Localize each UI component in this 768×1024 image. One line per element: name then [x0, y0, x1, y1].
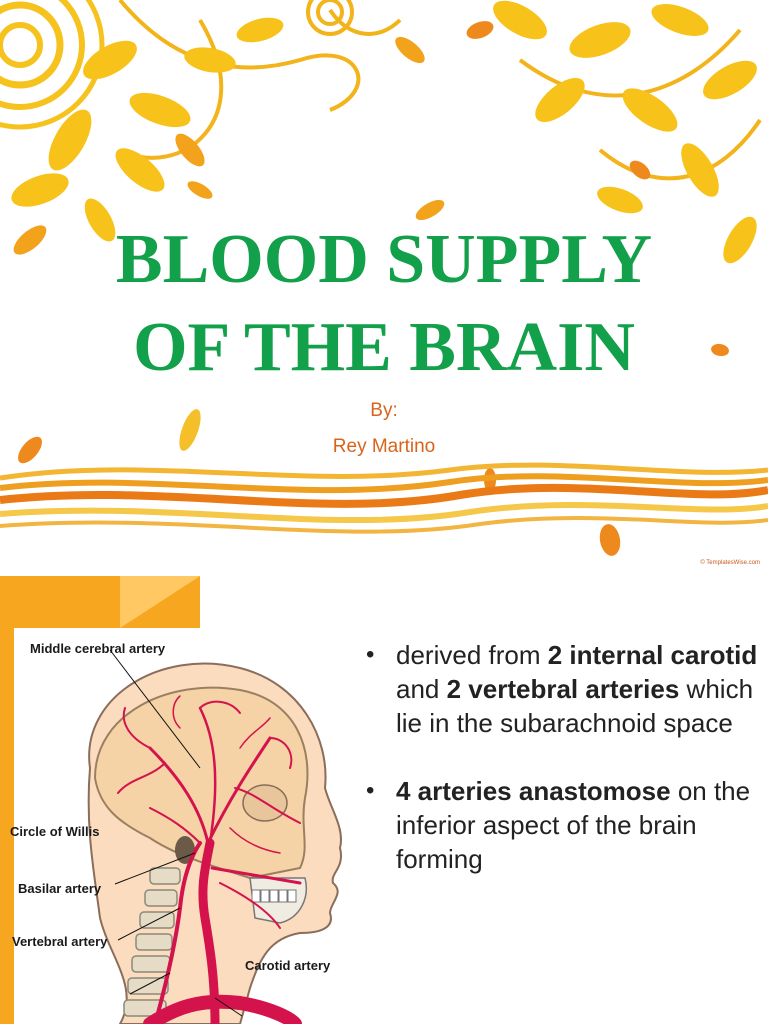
bullet-item-2: • 4 arteries anastomose on the inferior … — [366, 776, 751, 874]
head-artery-illustration — [87, 649, 343, 1024]
bullet-list: • derived from 2 internal carotid and 2 … — [366, 638, 766, 910]
title-slide: BLOOD SUPPLY OF THE BRAIN By: Rey Martin… — [0, 0, 768, 566]
autumn-leaves-decoration — [0, 0, 768, 556]
label-circle-of-willis: Circle of Willis — [10, 824, 100, 839]
label-basilar-artery: Basilar artery — [18, 881, 102, 896]
sun-spiral-icon — [0, 0, 105, 130]
bullet-dot-icon: • — [366, 641, 375, 668]
label-carotid-artery: Carotid artery — [245, 958, 331, 973]
content-slide: Middle cerebral artery Circle of Willis … — [0, 576, 768, 1024]
title-line-1: BLOOD SUPPLY — [115, 221, 653, 298]
bullet-dot-icon: • — [366, 777, 375, 804]
author-name: Rey Martino — [332, 436, 436, 457]
template-credit: © TemplatesWise.com — [700, 560, 760, 566]
bullet-item-1: • derived from 2 internal carotid and 2 … — [366, 640, 758, 738]
orange-accent-band — [0, 576, 200, 1024]
label-vertebral-artery: Vertebral artery — [12, 934, 108, 949]
by-label: By: — [370, 400, 398, 421]
title-line-2: OF THE BRAIN — [133, 309, 635, 386]
label-middle-cerebral-artery: Middle cerebral artery — [30, 641, 166, 656]
